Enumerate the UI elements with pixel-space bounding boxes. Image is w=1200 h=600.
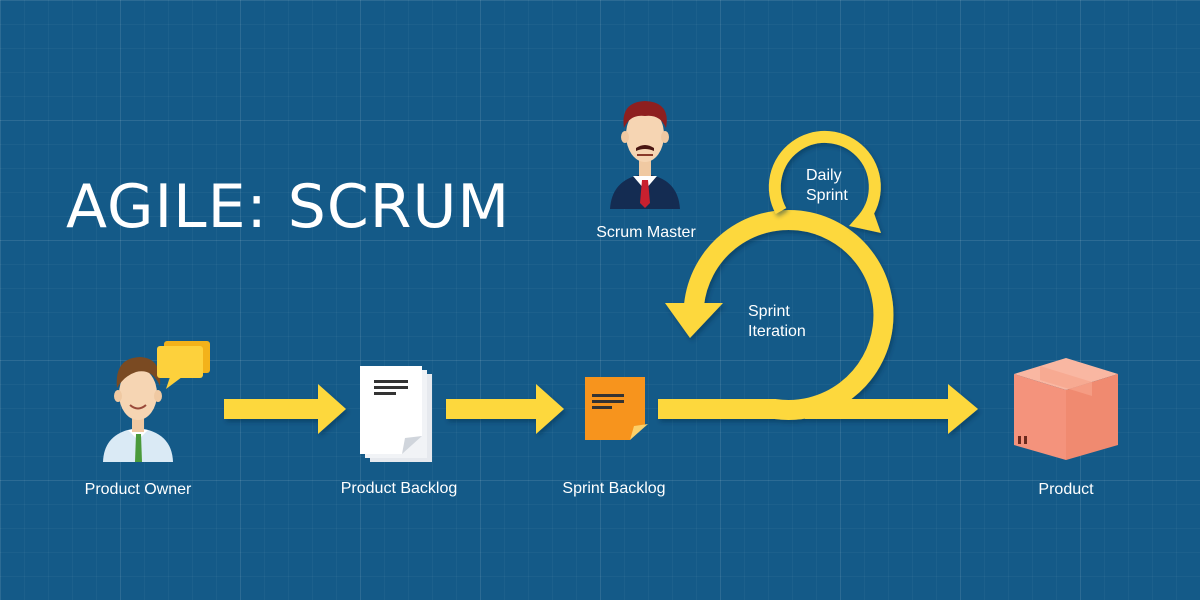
daily-sprint-line2: Sprint — [806, 187, 848, 204]
sprint-iteration-loop — [658, 209, 978, 434]
sprint-backlog-label: Sprint Backlog — [562, 480, 666, 497]
daily-sprint-loop — [768, 130, 881, 233]
sprint-iteration-line2: Iteration — [748, 323, 806, 340]
page-title: AGILE: SCRUM — [66, 172, 511, 242]
daily-sprint-line1: Daily — [806, 167, 842, 184]
scrum-master-label: Scrum Master — [596, 224, 696, 241]
product-owner-label: Product Owner — [84, 481, 192, 498]
box-icon — [1014, 358, 1118, 460]
person-speech-bubble-icon — [103, 341, 210, 462]
product-backlog-label: Product Backlog — [340, 480, 458, 497]
daily-sprint-label: Daily Sprint — [806, 166, 848, 206]
sprint-iteration-label: Sprint Iteration — [748, 302, 806, 342]
sprint-iteration-line1: Sprint — [748, 303, 790, 320]
arrow-backlog-to-sprint — [446, 384, 564, 434]
person-tie-icon — [610, 101, 680, 209]
product-label: Product — [1038, 481, 1094, 498]
document-stack-icon — [360, 366, 432, 462]
arrow-owner-to-backlog — [224, 384, 346, 434]
sticky-note-icon — [585, 377, 648, 440]
